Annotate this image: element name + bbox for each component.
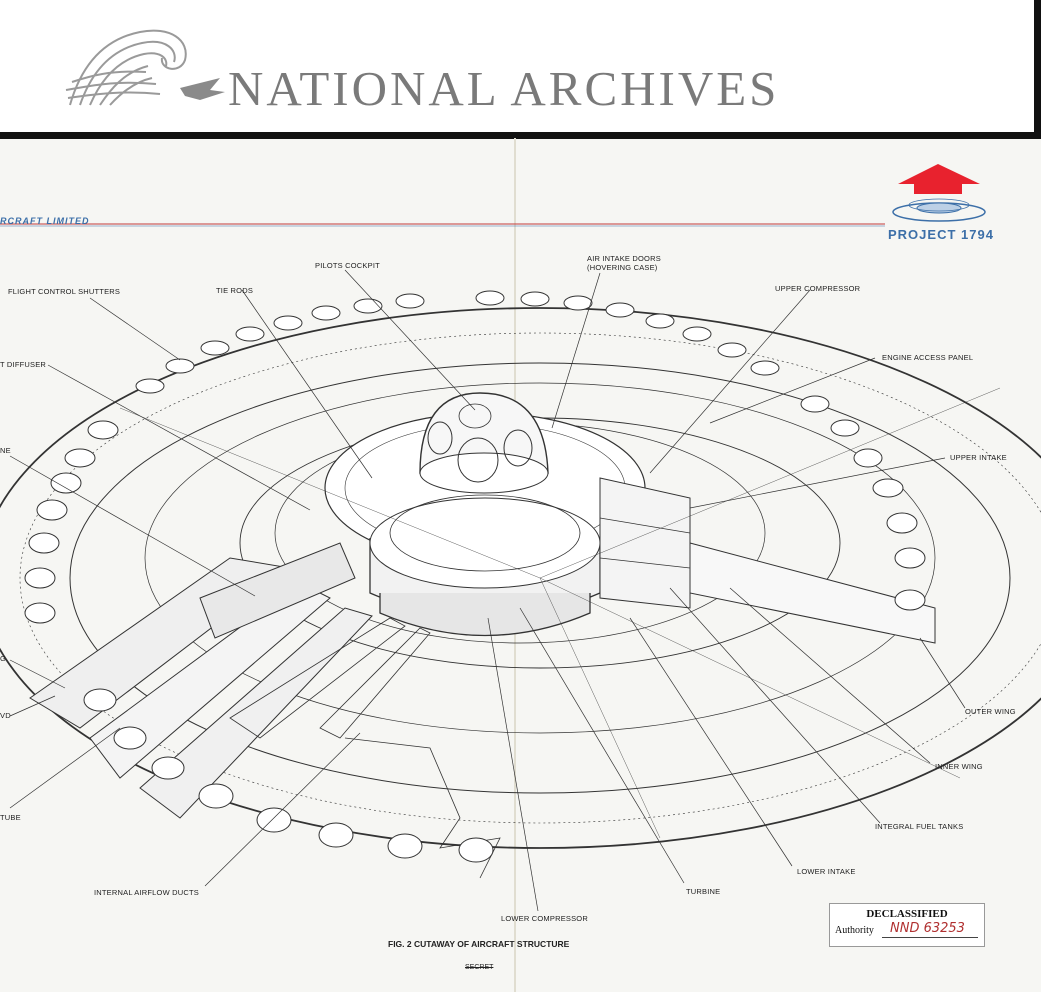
stamp-authority-value: NND 63253 <box>890 921 965 936</box>
saucer-body <box>0 307 1041 879</box>
arrow-saucer-logo <box>892 164 986 222</box>
label-flight-control-shutters: FLIGHT CONTROL SHUTTERS <box>8 287 121 296</box>
declassified-stamp: DECLASSIFIED Authority NND 63253 <box>829 903 985 947</box>
label-outer-wing: OUTER WING <box>965 707 1016 716</box>
label-upper-intake: UPPER INTAKE <box>950 453 1007 462</box>
label-lower-intake: LOWER INTAKE <box>797 867 856 876</box>
label-partial-vd: VD <box>0 711 11 720</box>
label-integral-fuel-tanks: INTEGRAL FUEL TANKS <box>875 822 964 831</box>
archives-title: NATIONAL ARCHIVES <box>228 61 780 116</box>
company-name: RCRAFT LIMITED <box>0 216 90 226</box>
stamp-signature-line <box>882 937 978 938</box>
figure-caption: FIG. 2 CUTAWAY OF AIRCRAFT STRUCTURE <box>388 939 570 949</box>
stamp-title: DECLASSIFIED <box>866 908 948 920</box>
archives-header: NATIONAL ARCHIVES <box>0 0 1041 139</box>
wave-eagle-logo <box>65 29 225 106</box>
label-partial-tube: TUBE <box>0 813 21 822</box>
label-engine-access-panel: ENGINE ACCESS PANEL <box>882 353 974 362</box>
label-tie-rods: TIE RODS <box>216 286 254 295</box>
header-frame <box>0 0 1041 139</box>
label-air-intake-doors-note: (HOVERING CASE) <box>587 263 658 272</box>
classification-mark: SECRET <box>465 964 494 971</box>
label-pilots-cockpit: PILOTS COCKPIT <box>315 261 380 270</box>
document-page: RCRAFT LIMITED PROJECT 1794 PILOTS COCKP… <box>0 138 1041 992</box>
label-inner-wing: INNER WING <box>935 762 983 771</box>
label-air-intake-doors: AIR INTAKE DOORS <box>587 254 661 263</box>
label-lower-compressor: LOWER COMPRESSOR <box>501 914 588 923</box>
label-partial-ne: NE <box>0 446 11 455</box>
aircraft-cutaway-diagram <box>0 138 1041 992</box>
label-upper-compressor: UPPER COMPRESSOR <box>775 284 861 293</box>
label-turbine: TURBINE <box>686 887 721 896</box>
project-number: PROJECT 1794 <box>888 227 994 242</box>
stamp-authority-label: Authority <box>835 925 874 936</box>
label-internal-airflow-ducts: INTERNAL AIRFLOW DUCTS <box>94 888 199 897</box>
label-exhaust-diffuser: T DIFFUSER <box>0 360 47 369</box>
label-partial-g: G <box>0 654 7 663</box>
leader-lines <box>9 269 966 912</box>
